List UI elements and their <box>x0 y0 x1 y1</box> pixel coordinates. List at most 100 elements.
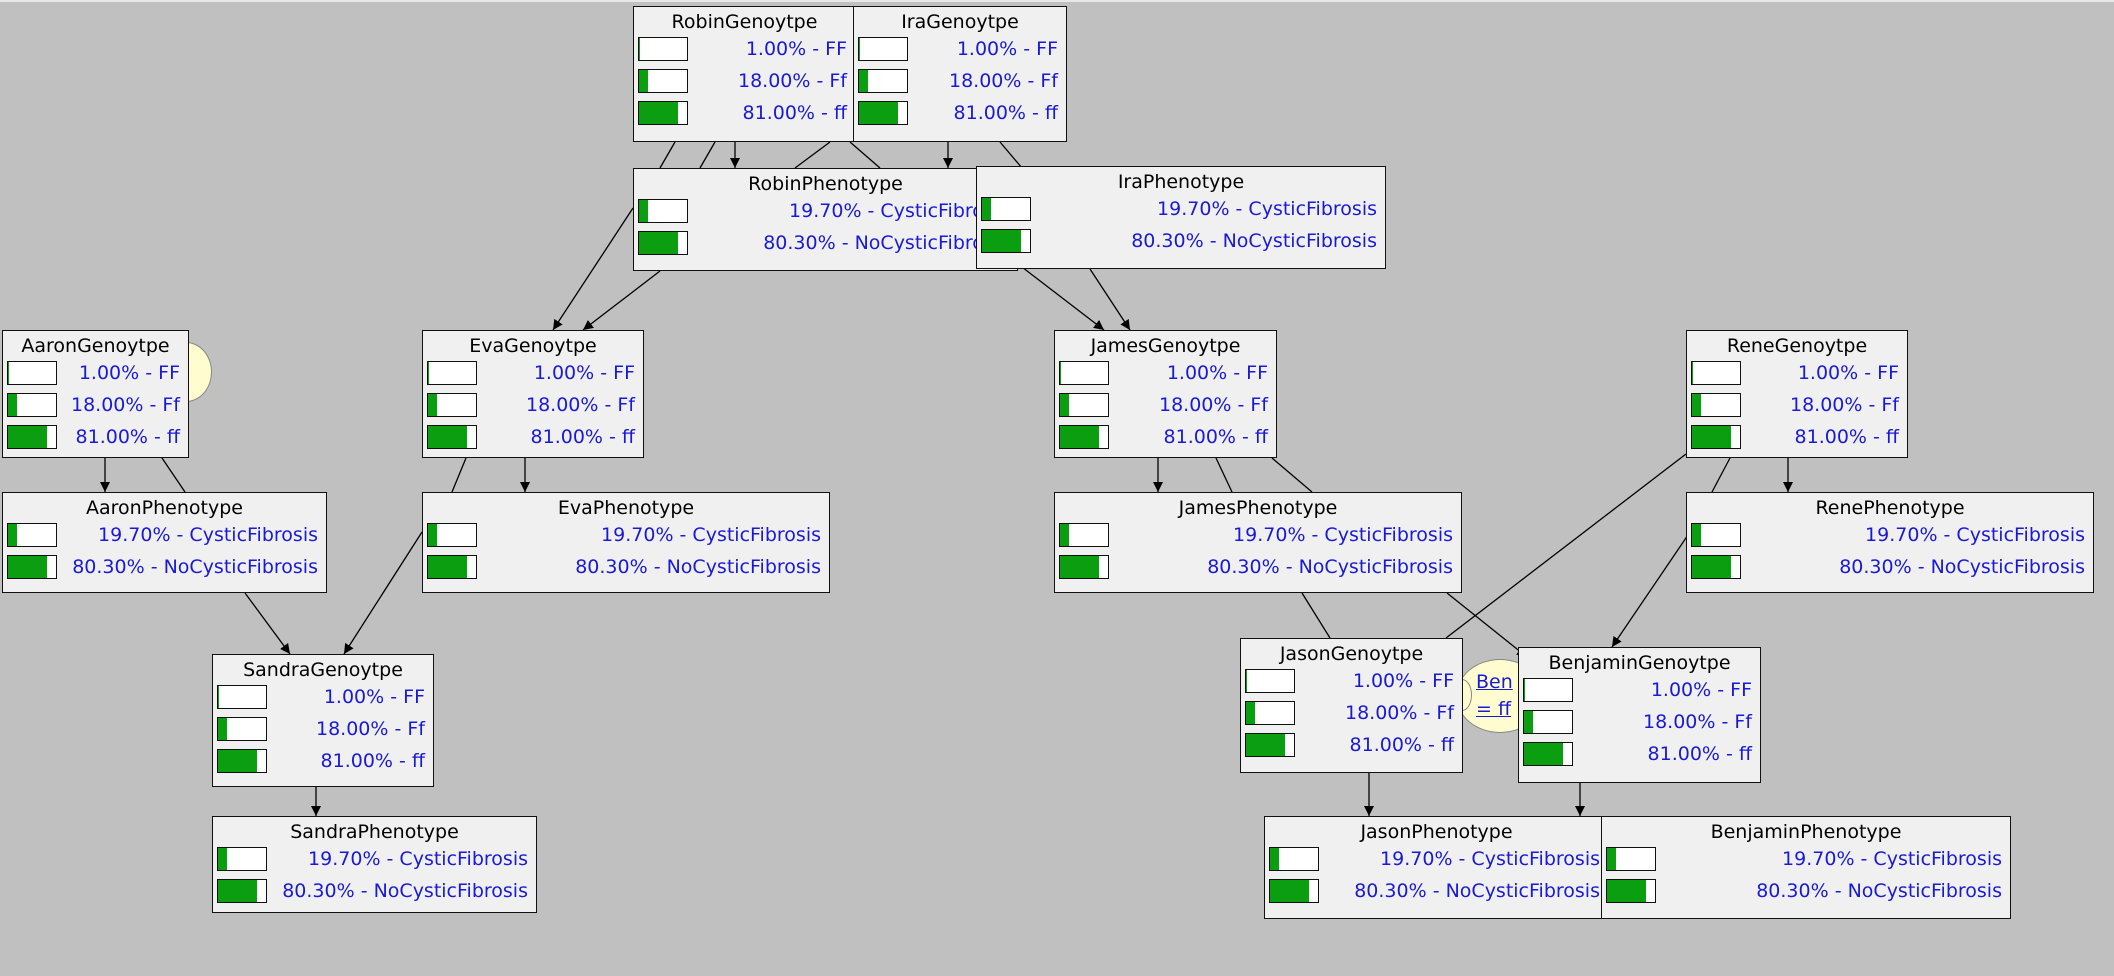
state-label: 80.30% - NoCysticFibrosis <box>1354 880 1600 902</box>
state-row[interactable]: 19.70% - CysticFibrosis <box>981 197 1381 223</box>
node-ira-phenotype[interactable]: IraPhenotype 19.70% - CysticFibrosis 80.30… <box>976 166 1386 269</box>
state-row[interactable]: 18.00% - Ff <box>1059 393 1272 419</box>
state-row[interactable]: 80.30% - NoCysticFibrosis <box>7 555 322 581</box>
probability-bar <box>7 425 57 449</box>
probability-bar <box>427 425 477 449</box>
edge-robin-genotype-out <box>700 142 715 168</box>
state-row[interactable]: 19.70% - CysticFibrosis <box>1269 847 1604 873</box>
edge-rene-genotype-out <box>1712 458 1730 492</box>
state-row[interactable]: 80.30% - NoCysticFibrosis <box>1269 879 1604 905</box>
probability-bar-fill <box>1270 880 1309 902</box>
state-row[interactable]: 1.00% - FF <box>1245 669 1458 695</box>
state-row[interactable]: 80.30% - NoCysticFibrosis <box>1691 555 2089 581</box>
probability-bar <box>858 37 908 61</box>
state-row[interactable]: 1.00% - FF <box>1691 361 1903 387</box>
state-row[interactable]: 81.00% - ff <box>217 749 429 775</box>
edge-ira-genotype-out <box>850 142 880 168</box>
state-row[interactable]: 19.70% - CysticFibrosis <box>1606 847 2006 873</box>
node-benjamin-phenotype[interactable]: BenjaminPhenotype 19.70% - CysticFibrosis… <box>1601 816 2011 919</box>
probability-bar-fill <box>1692 524 1701 546</box>
probability-bar-fill <box>859 70 868 92</box>
state-row[interactable]: 1.00% - FF <box>427 361 639 387</box>
state-row[interactable]: 19.70% - CysticFibrosis <box>427 523 825 549</box>
sandra-genotype-title: SandraGenoytpe <box>213 659 433 681</box>
edge-robin-to-eva-genotype <box>583 271 660 330</box>
state-row[interactable]: 80.30% - NoCysticFibrosis <box>1059 555 1457 581</box>
state-row[interactable]: 81.00% - ff <box>427 425 639 451</box>
state-row[interactable]: 80.30% - NoCysticFibrosis <box>427 555 825 581</box>
state-label: 80.30% - NoCysticFibrosis <box>72 556 318 578</box>
state-row[interactable]: 19.70% - CysticFibrosis <box>7 523 322 549</box>
state-row[interactable]: 18.00% - Ff <box>427 393 639 419</box>
node-robin-genotype[interactable]: RobinGenoytpe 1.00% - FF 18.00% - Ff 81.00%… <box>633 6 856 142</box>
probability-bar <box>1691 361 1741 385</box>
benjamin-evidence-value[interactable]: = ff <box>1476 697 1511 722</box>
node-james-phenotype[interactable]: JamesPhenotype 19.70% - CysticFibrosis 80.… <box>1054 492 1462 593</box>
state-row[interactable]: 19.70% - CysticFibrosis <box>217 847 532 873</box>
state-row[interactable]: 18.00% - Ff <box>7 393 184 419</box>
benjamin-phenotype-title: BenjaminPhenotype <box>1602 821 2010 843</box>
benjamin-evidence-label[interactable]: Ben <box>1476 670 1513 695</box>
state-row[interactable]: 19.70% - CysticFibrosis <box>1691 523 2089 549</box>
state-row[interactable]: 18.00% - Ff <box>638 69 851 95</box>
state-label: 19.70% - CysticFibrosis <box>1865 524 2085 546</box>
state-row[interactable]: 81.00% - ff <box>1523 742 1756 768</box>
state-row[interactable]: 81.00% - ff <box>1245 733 1458 759</box>
probability-bar-fill <box>8 394 17 416</box>
state-row[interactable]: 19.70% - CysticFibrosis <box>1059 523 1457 549</box>
state-row[interactable]: 1.00% - FF <box>217 685 429 711</box>
state-row[interactable]: 18.00% - Ff <box>858 69 1062 95</box>
state-row[interactable]: 1.00% - FF <box>7 361 184 387</box>
state-label: 81.00% - ff <box>1648 743 1752 765</box>
state-row[interactable]: 18.00% - Ff <box>1691 393 1903 419</box>
state-row[interactable]: 81.00% - ff <box>858 101 1062 127</box>
state-row[interactable]: 1.00% - FF <box>858 37 1062 63</box>
state-row[interactable]: 18.00% - Ff <box>217 717 429 743</box>
state-row[interactable]: 19.70% - CysticFibrosis <box>638 199 1013 225</box>
state-row[interactable]: 1.00% - FF <box>1059 361 1272 387</box>
ira-phenotype-title: IraPhenotype <box>977 171 1385 193</box>
edge-rene-to-jason-genotype <box>1446 454 1686 638</box>
state-row[interactable]: 80.30% - NoCysticFibrosis <box>638 231 1013 257</box>
state-row[interactable]: 1.00% - FF <box>1523 678 1756 704</box>
probability-bar <box>217 717 267 741</box>
state-row[interactable]: 80.30% - NoCysticFibrosis <box>217 879 532 905</box>
state-row[interactable]: 18.00% - Ff <box>1523 710 1756 736</box>
node-sandra-genotype[interactable]: SandraGenoytpe 1.00% - FF 18.00% - Ff 81.00… <box>212 654 434 787</box>
probability-bar <box>1245 701 1295 725</box>
state-row[interactable]: 81.00% - ff <box>638 101 851 127</box>
probability-bar <box>1523 678 1573 702</box>
state-row[interactable]: 80.30% - NoCysticFibrosis <box>981 229 1381 255</box>
james-phenotype-title: JamesPhenotype <box>1055 497 1461 519</box>
state-row[interactable]: 81.00% - ff <box>1691 425 1903 451</box>
edge-robin-to-eva-genotype <box>553 208 633 330</box>
state-row[interactable]: 18.00% - Ff <box>1245 701 1458 727</box>
state-label: 18.00% - Ff <box>71 394 180 416</box>
state-row[interactable]: 81.00% - ff <box>1059 425 1272 451</box>
state-row[interactable]: 81.00% - ff <box>7 425 184 451</box>
state-label: 19.70% - CysticFibrosis <box>1380 848 1600 870</box>
state-label: 1.00% - FF <box>534 362 635 384</box>
probability-bar <box>1059 361 1109 385</box>
state-label: 18.00% - Ff <box>1643 711 1752 733</box>
state-row[interactable]: 80.30% - NoCysticFibrosis <box>1606 879 2006 905</box>
probability-bar <box>427 555 477 579</box>
state-row[interactable]: 1.00% - FF <box>638 37 851 63</box>
aaron-genotype-title: AaronGenoytpe <box>3 335 188 357</box>
node-aaron-genotype[interactable]: AaronGenoytpe 1.00% - FF 18.00% - Ff 81.00%… <box>2 330 189 458</box>
robin-genotype-title: RobinGenoytpe <box>634 11 855 33</box>
state-label: 1.00% - FF <box>1353 670 1454 692</box>
